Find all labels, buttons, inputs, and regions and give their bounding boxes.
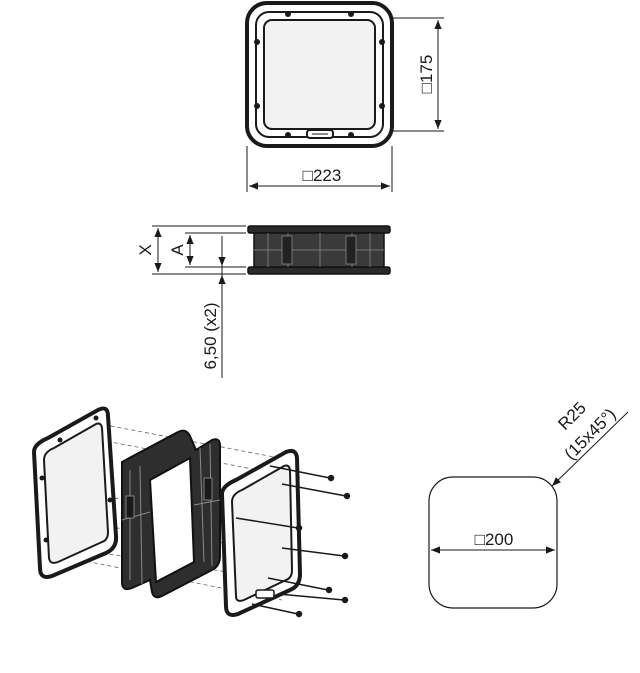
top-view-screws [254,11,385,138]
cutout-view: □200 R25 (15x45°) [428,398,629,609]
side-view-top-flange [247,225,391,234]
exploded-left-cover [31,406,119,579]
screw-dot [379,39,385,45]
exploded-bolts [235,465,351,618]
top-view-glass [263,19,376,130]
exploded-view [31,406,351,618]
screw-dot [348,132,354,138]
cutout-outline [428,476,558,609]
screw-dot [285,11,291,17]
top-view: □223 □175 [245,1,444,192]
side-a-label: A [168,244,187,256]
screw-dot [285,132,291,138]
screw-dot [379,103,385,109]
top-height-label: □175 [417,55,436,94]
exploded-gasket-frame [121,429,221,599]
screw-dot [348,11,354,17]
screw-dot [254,103,260,109]
top-width-label: □223 [303,166,342,185]
exploded-right-cover [219,448,303,617]
side-offset-label: 6,50 (x2) [201,302,220,369]
screw-dot [254,39,260,45]
side-view-bottom-flange [247,266,391,275]
side-x-label: X [136,244,155,255]
side-view: X A 6,50 (x2) [136,225,391,378]
cutout-size-label: □200 [475,530,514,549]
